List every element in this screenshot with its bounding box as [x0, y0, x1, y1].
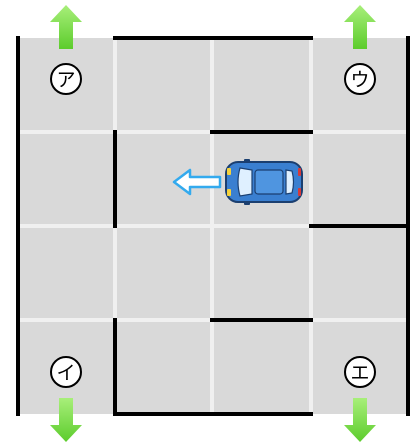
car-taillight: [298, 188, 301, 196]
up-arrow-icon: [50, 5, 82, 49]
exit-u-circle: [344, 63, 376, 95]
car-icon: [225, 159, 303, 205]
car-taillight: [298, 168, 301, 176]
car-headlight: [227, 168, 231, 175]
exit-i-circle: [50, 356, 82, 388]
car-front-window: [237, 167, 253, 197]
car-mirror: [244, 159, 250, 163]
car-rear-window: [285, 169, 295, 195]
exit-a-circle: [50, 63, 82, 95]
down-arrow-icon: [50, 398, 82, 442]
car-roof: [254, 169, 284, 195]
exit-e-circle: [344, 356, 376, 388]
exit-e-label: エ: [350, 362, 369, 384]
exit-u-label: ウ: [350, 69, 369, 91]
car-mirror: [244, 201, 250, 205]
exit-labels: ア ウ イ エ: [50, 63, 376, 388]
walls: [16, 36, 410, 416]
car-headlight: [227, 189, 231, 196]
up-arrow-icon: [344, 5, 376, 49]
down-arrow-icon: [344, 398, 376, 442]
left-arrow-icon: [172, 168, 222, 196]
exit-a-label: ア: [56, 69, 75, 91]
exit-i-label: イ: [56, 362, 75, 384]
exit-arrows: [50, 5, 376, 442]
